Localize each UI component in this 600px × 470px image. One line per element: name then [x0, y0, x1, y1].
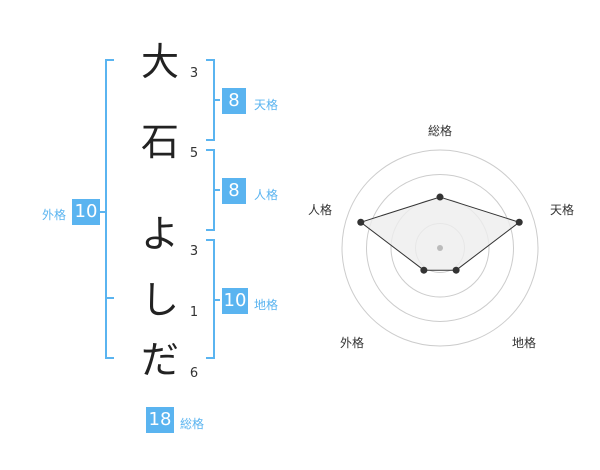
stroke-count-3: 3	[189, 244, 199, 259]
stroke-count-2: 5	[189, 146, 199, 161]
stroke-count-4: 1	[189, 305, 199, 320]
radar-point-tenkaku	[515, 218, 523, 226]
gaikaku-bracket	[105, 59, 114, 359]
radar-center	[437, 245, 443, 251]
radar-ring	[366, 174, 514, 322]
radar-point-jinkaku	[357, 218, 365, 226]
name-char-4: し	[140, 278, 179, 322]
radar-point-soukaku	[436, 193, 444, 201]
radar-label-chikaku: 地格	[512, 336, 537, 350]
stroke-count-5: 6	[189, 366, 199, 381]
chikaku-badge: 10	[222, 288, 248, 314]
radar-label-gaikaku: 外格	[340, 336, 365, 350]
tenkaku-badge: 8	[222, 88, 246, 114]
name-char-3: よ	[140, 212, 179, 256]
stroke-count-1: 3	[189, 66, 199, 81]
soukaku-label: 総格	[180, 417, 205, 431]
jinkaku-label: 人格	[254, 188, 279, 202]
gaikaku-label: 外格	[42, 208, 67, 222]
soukaku-badge: 18	[146, 407, 174, 433]
tenkaku-label: 天格	[254, 98, 279, 112]
jinkaku-badge: 8	[222, 178, 246, 204]
radar-label-soukaku: 総格	[428, 124, 453, 138]
name-char-1: 大	[140, 40, 179, 84]
name-char-5: だ	[140, 338, 179, 382]
radar-point-gaikaku	[420, 266, 428, 274]
radar-label-jinkaku: 人格	[308, 203, 333, 217]
gaikaku-badge: 10	[72, 199, 100, 225]
chikaku-label: 地格	[254, 298, 279, 312]
radar-polygon	[359, 196, 521, 271]
radar-point-chikaku	[452, 266, 460, 274]
name-char-2: 石	[140, 120, 179, 164]
radar-ring	[341, 149, 539, 347]
radar-label-tenkaku: 天格	[550, 203, 575, 217]
